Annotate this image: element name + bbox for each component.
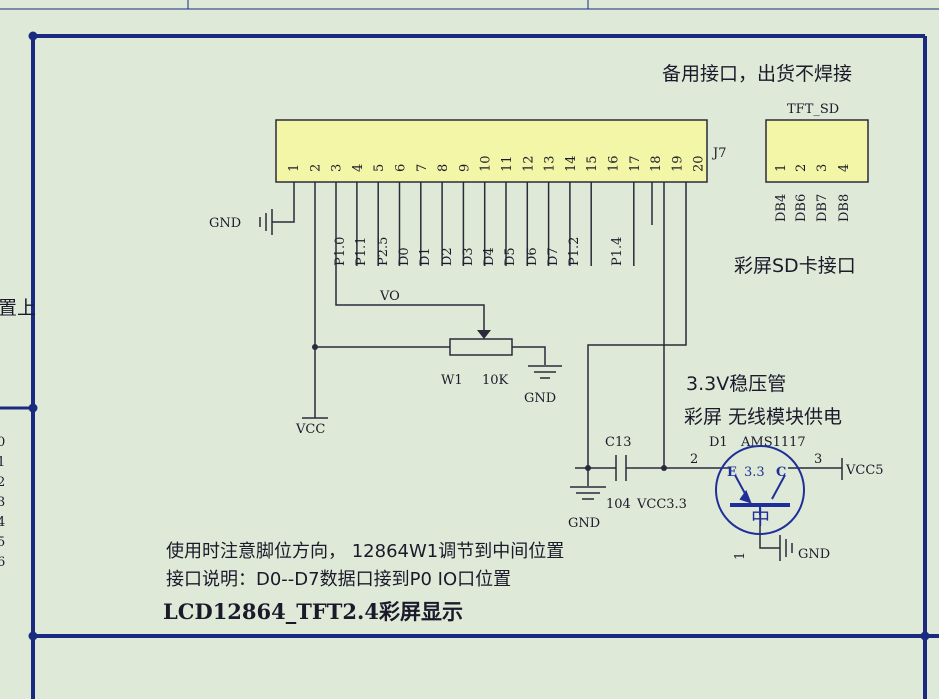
d1-ref: D1 — [709, 435, 728, 450]
j7-pin-11: 11 — [500, 155, 515, 172]
regulator-supply: 彩屏 无线模块供电 — [684, 406, 842, 428]
j7-net-p2-5: P2.5 — [376, 237, 391, 266]
j7-pin-8: 8 — [436, 164, 451, 172]
j7-net-p1-2: P1.2 — [567, 237, 582, 266]
j7-pin-12: 12 — [521, 155, 536, 172]
junctions — [312, 344, 667, 471]
gnd-symbol-regulator — [779, 535, 793, 561]
j7-pin-14: 14 — [564, 155, 579, 172]
edge-digit: 4 — [0, 515, 5, 530]
j7-net-d0: D0 — [397, 247, 412, 266]
capacitor-c13 — [615, 455, 627, 481]
regulator-title: 3.3V稳压管 — [686, 373, 786, 395]
j7-pin-5: 5 — [372, 164, 387, 172]
j7-pin-3: 3 — [330, 164, 345, 172]
c13-value: 104 — [606, 497, 631, 512]
j7-pin-20: 20 — [692, 155, 707, 172]
gnd-label-pot: GND — [524, 391, 556, 406]
j7-net-p1-1: P1.1 — [354, 237, 369, 266]
sd-pin-1: 1 — [774, 164, 789, 172]
j7-body — [275, 119, 708, 183]
sd-card-port-label: 彩屏SD卡接口 — [734, 255, 856, 277]
j7-pin-leads — [356, 182, 635, 266]
j7-net-d3: D3 — [461, 247, 476, 266]
edge-digit: 6 — [0, 555, 5, 570]
c13-ref: C13 — [605, 435, 632, 450]
j7-net-d2: D2 — [440, 247, 455, 266]
edge-text-left-top: 置上 — [0, 297, 36, 319]
w1-value: 10K — [482, 373, 509, 388]
gnd-symbol-j7 — [259, 209, 273, 235]
j7-pin-7: 7 — [415, 164, 430, 172]
reg-pin2: 2 — [690, 452, 698, 467]
edge-digit: 1 — [0, 455, 5, 470]
edge-digit: 0 — [0, 435, 5, 450]
tft-sd-body — [765, 119, 869, 183]
sd-net-db6: DB6 — [794, 194, 809, 222]
gnd-label-cap: GND — [568, 516, 600, 531]
j7-ref: J7 — [711, 146, 726, 161]
j7-net-p1-4: P1.4 — [610, 237, 625, 266]
j7-pin-15: 15 — [585, 155, 600, 172]
j7-pin-2: 2 — [308, 164, 323, 172]
j7-pin-1: 1 — [287, 164, 302, 172]
j7-net-d7: D7 — [546, 247, 561, 266]
wires — [272, 182, 842, 549]
j7-pin-16: 16 — [607, 155, 622, 172]
reg-e: E — [727, 465, 737, 480]
potentiometer-w1 — [449, 330, 513, 356]
sd-pin-2: 2 — [794, 164, 809, 172]
edge-digit: 3 — [0, 495, 5, 510]
tft-sd-label: TFT_SD — [787, 102, 839, 117]
interface-note: 接口说明：D0--D7数据口接到P0 IO口位置 — [166, 569, 511, 590]
j7-pin-4: 4 — [351, 164, 366, 172]
reg-b: 中 — [751, 507, 770, 529]
j7-pin-18: 18 — [649, 155, 664, 172]
reg-pin1: 1 — [733, 552, 748, 560]
j7-net-d4: D4 — [482, 247, 497, 266]
gnd-symbol-cap — [570, 486, 606, 500]
gnd-label-regulator: GND — [798, 547, 830, 562]
j7-pin-17: 17 — [628, 155, 643, 172]
sd-net-db4: DB4 — [774, 194, 789, 222]
regulator-ams1117 — [715, 445, 805, 535]
sheet-title: LCD12864_TFT2.4彩屏显示 — [163, 599, 463, 624]
j7-pin-6: 6 — [394, 164, 409, 172]
gnd-symbol-pot — [528, 365, 562, 379]
gnd-label-j7: GND — [209, 216, 241, 231]
j7-net-d6: D6 — [525, 247, 540, 266]
sd-net-labels: DB4 DB6 DB7 DB8 — [774, 194, 852, 222]
sd-pin-4: 4 — [837, 164, 852, 172]
j7-pin-10: 10 — [479, 155, 494, 172]
j7-pin-9: 9 — [457, 164, 472, 172]
j7-net-d1: D1 — [418, 247, 433, 266]
reg-pin3: 3 — [814, 452, 822, 467]
sd-net-db8: DB8 — [837, 194, 852, 222]
reg-c: C — [776, 465, 786, 480]
edge-digits: 0 1 2 3 4 5 6 — [0, 435, 5, 570]
sd-net-db7: DB7 — [815, 194, 830, 222]
vcc-label: VCC — [295, 422, 325, 437]
j7-pin-13: 13 — [543, 155, 558, 172]
vcc33-label: VCC3.3 — [636, 497, 687, 512]
vcc5-label: VCC5 — [845, 463, 884, 478]
spare-port-note: 备用接口，出货不焊接 — [662, 63, 852, 85]
usage-note: 使用时注意脚位方向， 12864W1调节到中间位置 — [166, 541, 564, 562]
j7-net-d5: D5 — [503, 247, 518, 266]
w1-ref: W1 — [441, 373, 463, 388]
edge-digit: 2 — [0, 475, 5, 490]
edge-digit: 5 — [0, 535, 5, 550]
sd-pin-3: 3 — [815, 164, 830, 172]
vo-label: VO — [379, 289, 400, 304]
reg-mid: 3.3 — [744, 465, 765, 480]
j7-pin-19: 19 — [670, 155, 685, 172]
